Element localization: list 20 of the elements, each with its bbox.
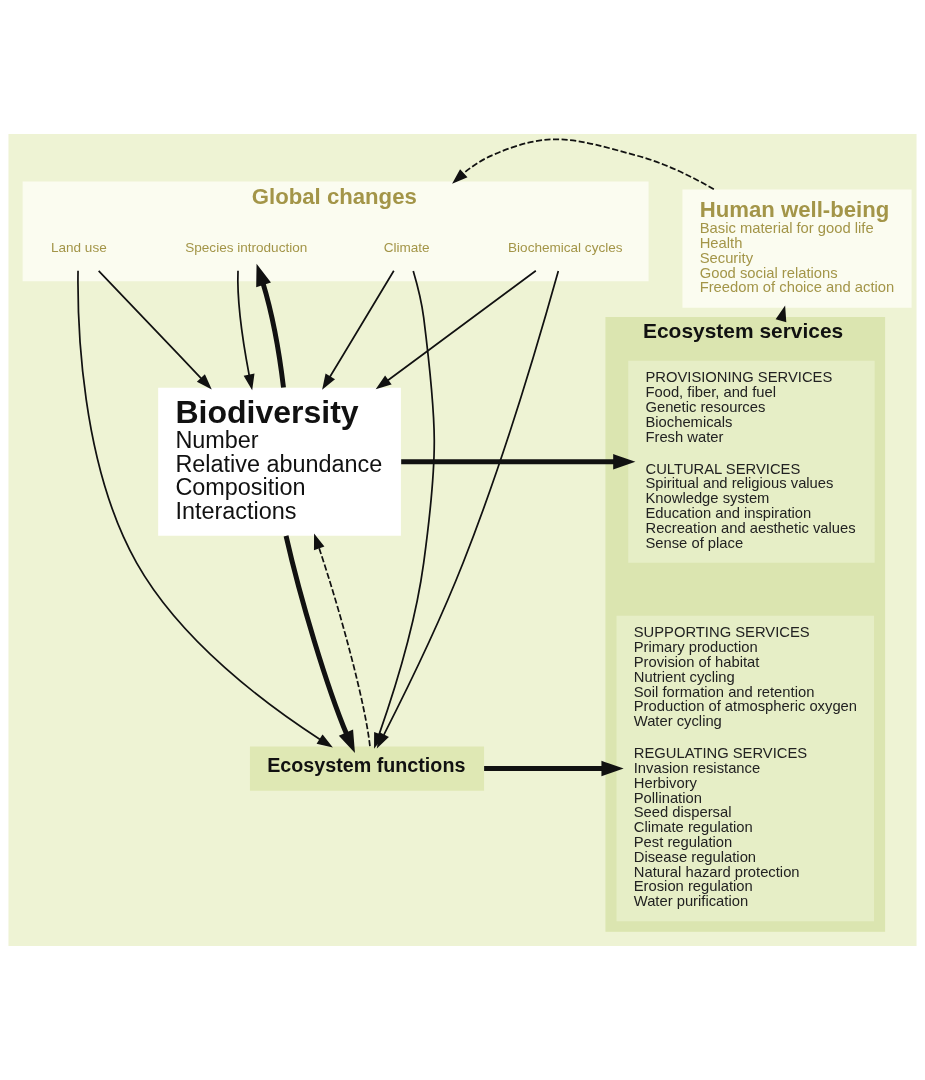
node-text: Biochemical cycles xyxy=(508,240,623,256)
arrow xyxy=(401,454,636,470)
arrow xyxy=(237,269,255,391)
node-text: Species introduction xyxy=(185,240,308,256)
node-text: Climate xyxy=(383,240,430,256)
arrow xyxy=(322,269,395,390)
arrow xyxy=(77,269,333,748)
node-box: Human well-being Basic material for good life Health Security Good social relations Freedom of choice and action xyxy=(682,189,912,308)
arrow xyxy=(452,138,715,191)
node-box: SUPPORTING SERVICES Primary production Provision of habitat Nutrient cycling Soil formation and retention Production of atmospheric oxygen Water cycling REGULATING SERVICES Invasion resistance Herbivory Pollination Seed dispersal Climate regulation Pest regulation Disease regulation Natural hazard protection Erosion regulation Water purification xyxy=(616,615,875,922)
arrow xyxy=(484,760,624,777)
node-text: Land use xyxy=(50,240,107,256)
node-box: Ecosystem functions xyxy=(249,746,485,791)
arrow xyxy=(283,535,355,754)
arrow xyxy=(375,269,537,390)
arrow xyxy=(313,533,371,748)
node-box: PROVISIONING SERVICES Food, fiber, and fuel Genetic resources Biochemicals Fresh water CULTURAL SERVICES Spiritual and religious values Knowledge system Education and inspiration Recreation and aesthetic values Sense of place xyxy=(628,360,875,563)
node-box: Biodiversity Number Relative abundance Composition Interactions xyxy=(158,387,401,536)
arrow xyxy=(256,263,286,388)
arrow xyxy=(97,269,212,390)
